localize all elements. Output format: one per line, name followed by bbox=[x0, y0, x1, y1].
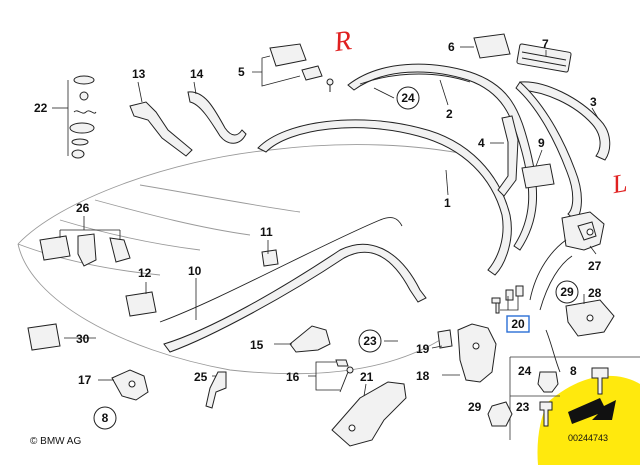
callout-22: 22 bbox=[34, 101, 48, 115]
part-1-bow bbox=[257, 119, 512, 276]
hinge-cables bbox=[529, 239, 573, 373]
part-27-hinge bbox=[561, 211, 605, 251]
copyright-text: © BMW AG bbox=[30, 436, 81, 447]
callout-11: 11 bbox=[260, 225, 273, 239]
part-5-fasteners bbox=[301, 65, 334, 92]
part-number-text: 00244743 bbox=[568, 433, 608, 443]
handwritten-r: R bbox=[331, 25, 353, 58]
part-26-clips bbox=[77, 233, 131, 267]
inset-label-29: 29 bbox=[468, 400, 482, 414]
part-15-bracket bbox=[289, 325, 331, 353]
inset-label-8: 8 bbox=[570, 364, 577, 378]
leader-lines bbox=[52, 46, 599, 397]
roof-outline bbox=[17, 144, 471, 375]
part-7-strip bbox=[516, 43, 572, 73]
callout-28: 28 bbox=[588, 286, 602, 300]
part-28-plate bbox=[565, 299, 615, 337]
callout-12: 12 bbox=[138, 266, 152, 280]
callout-21: 21 bbox=[360, 370, 374, 384]
callout-6: 6 bbox=[448, 40, 455, 54]
box-26 bbox=[39, 235, 71, 261]
callout-3: 3 bbox=[590, 95, 597, 109]
callout-29: 29 bbox=[560, 285, 574, 299]
part-boxes bbox=[27, 33, 555, 351]
handwritten-l: L bbox=[609, 168, 629, 199]
callout-1: 1 bbox=[444, 196, 451, 210]
part-20-bolts bbox=[491, 285, 524, 314]
inset-label-23: 23 bbox=[516, 400, 530, 414]
arrow-icon bbox=[568, 398, 616, 424]
callout-10: 10 bbox=[188, 264, 202, 278]
inset-part-29-nut bbox=[487, 401, 513, 427]
inset-panel bbox=[487, 356, 640, 440]
part-14-cover bbox=[187, 91, 247, 144]
inset-labels: 24 8 29 23 bbox=[468, 364, 577, 414]
part-2-bow bbox=[347, 63, 537, 251]
box-6 bbox=[473, 33, 511, 59]
box-12 bbox=[125, 291, 157, 317]
inset-part-8-bolt bbox=[591, 367, 609, 395]
part-18-bracket bbox=[457, 323, 497, 383]
callout-5: 5 bbox=[238, 65, 245, 79]
callout-30: 30 bbox=[76, 332, 90, 346]
callout-9: 9 bbox=[538, 136, 545, 150]
callout-23: 23 bbox=[363, 334, 377, 348]
part-21-bracket bbox=[331, 381, 407, 447]
callout-7: 7 bbox=[542, 37, 549, 51]
yellow-highlight bbox=[537, 375, 640, 465]
callout-20: 20 bbox=[511, 317, 525, 331]
callout-25: 25 bbox=[194, 370, 208, 384]
callout-19: 19 bbox=[416, 342, 430, 356]
callout-14: 14 bbox=[190, 67, 204, 81]
box-5 bbox=[269, 43, 307, 67]
callout-18: 18 bbox=[416, 369, 430, 383]
part-11-wire bbox=[159, 217, 403, 323]
part-10-cable bbox=[163, 243, 427, 353]
part-13-lever bbox=[129, 101, 193, 157]
callout-8: 8 bbox=[102, 411, 109, 425]
inset-part-24-grommet bbox=[537, 371, 559, 393]
inset-label-24: 24 bbox=[518, 364, 532, 378]
callout-2: 2 bbox=[446, 107, 453, 121]
callout-13: 13 bbox=[132, 67, 146, 81]
callout-24: 24 bbox=[401, 91, 415, 105]
part-4-bracket bbox=[497, 115, 519, 197]
part-3-rail bbox=[515, 81, 611, 221]
callout-15: 15 bbox=[250, 338, 264, 352]
inset-part-23-screw bbox=[539, 401, 553, 427]
callout-27: 27 bbox=[588, 259, 602, 273]
part-25-rod bbox=[205, 371, 227, 409]
callout-16: 16 bbox=[286, 370, 300, 384]
callout-4: 4 bbox=[478, 136, 485, 150]
box-9 bbox=[521, 163, 555, 189]
part-22-kit bbox=[69, 75, 97, 159]
part-19-clip bbox=[437, 329, 453, 349]
callout-17: 17 bbox=[78, 373, 92, 387]
box-30 bbox=[27, 323, 61, 351]
part-16-pins bbox=[335, 359, 354, 393]
callout-26: 26 bbox=[76, 201, 90, 215]
handwritten-annotations: R L bbox=[331, 25, 629, 199]
callout-labels: 22 13 14 5 6 7 2 3 4 9 1 26 11 12 10 27 … bbox=[34, 37, 602, 387]
circled-callouts: 24 29 23 8 20 bbox=[93, 86, 579, 430]
part-17-hinge bbox=[111, 369, 149, 401]
